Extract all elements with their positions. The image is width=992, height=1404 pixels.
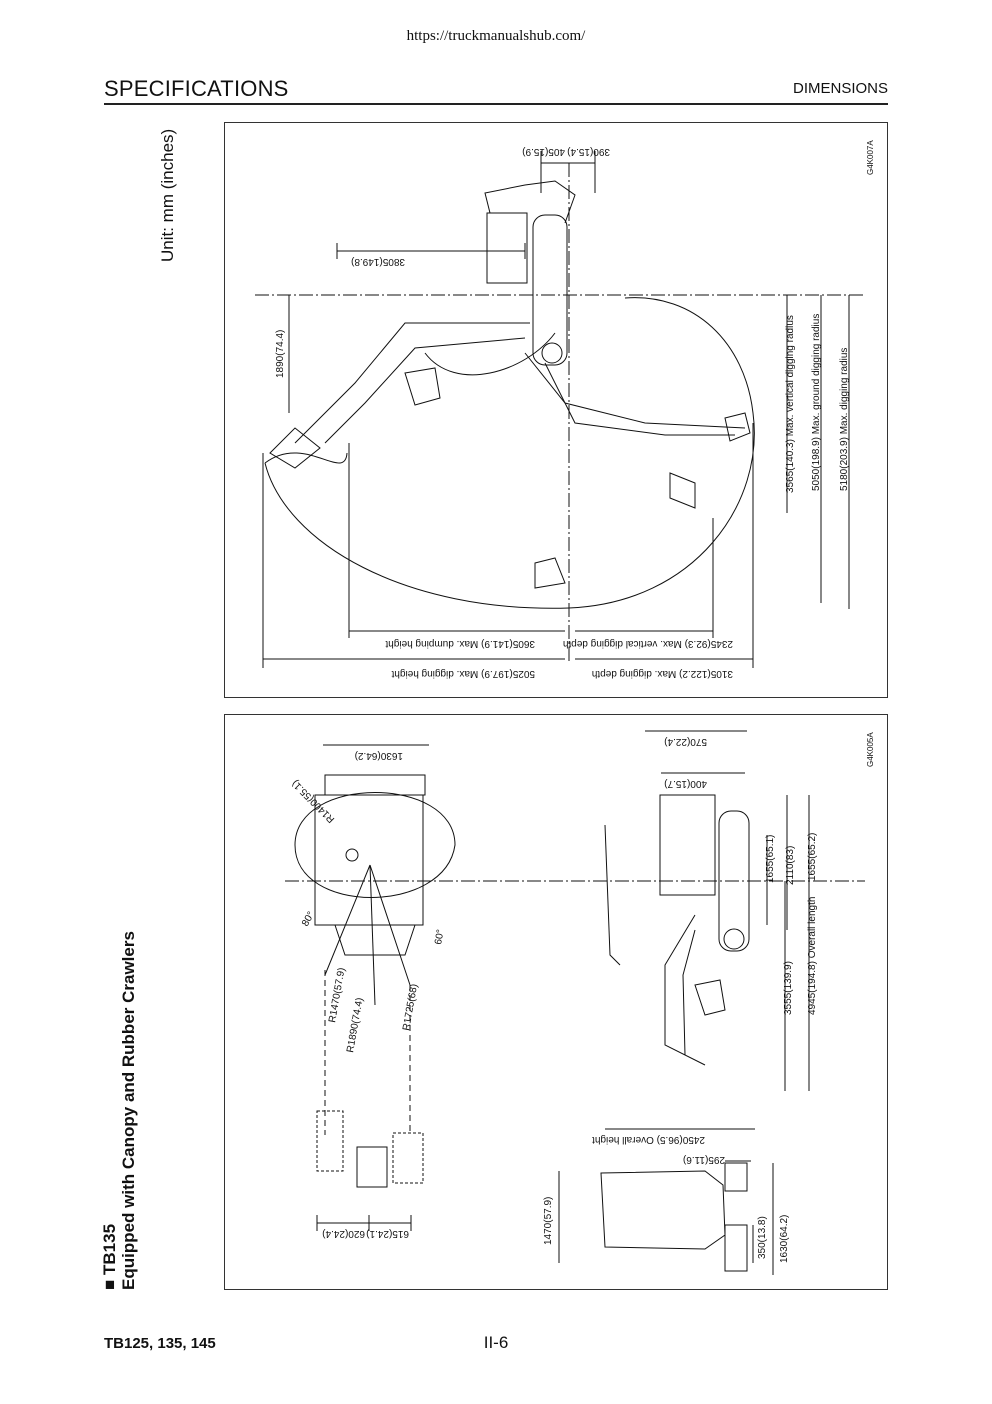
digging-range-drawing: 390(15.4) 405(15.9) 3805(149.8) 1890(74.…: [255, 140, 875, 679]
dim-405: 405(15.9): [522, 146, 565, 157]
angle-60: 60°: [433, 929, 446, 946]
dim-615: 615(24.1): [366, 1228, 409, 1239]
dim-1630-height: 1630(64.2): [779, 1215, 790, 1263]
dim-3805: 3805(149.8): [351, 256, 405, 267]
dim-r1470: R1470(57.9): [327, 967, 347, 1024]
model-caption: ■ TB135 Equipped with Canopy and Rubber …: [100, 931, 138, 1290]
dim-1630-width: 1630(64.2): [355, 750, 403, 761]
overall-dimensions-diagram: 1630(64.2) R1400(55.1) 80° 60° R1470(57.…: [224, 714, 888, 1290]
dim-2110: 2110(83): [785, 846, 796, 885]
dim-r1725: R1725(68): [401, 983, 420, 1031]
dim-1890: 1890(74.4): [275, 330, 286, 378]
dim-3605: 3605(141.9) Max. dumping height: [385, 638, 535, 649]
dim-620: 620(24.4): [322, 1228, 365, 1239]
unit-label: Unit: mm (inches): [158, 128, 177, 262]
dim-5025: 5025(197.9) Max. digging height: [391, 668, 535, 679]
dim-3555: 3555(139.9): [783, 961, 794, 1015]
footer-models: TB125, 135, 145: [104, 1335, 216, 1352]
dim-r1890: R1890(74.4): [345, 997, 365, 1054]
figure-code: G4K005A: [866, 732, 875, 767]
digging-range-diagram: 390(15.4) 405(15.9) 3805(149.8) 1890(74.…: [224, 122, 888, 698]
dim-570: 570(22.4): [664, 736, 707, 747]
dim-3565: 3565(140.3) Max. vertical digging radius: [785, 315, 796, 493]
dim-1470: 1470(57.9): [543, 1197, 554, 1245]
dim-5180: 5180(203.9) Max. digging radius: [839, 348, 850, 491]
model-description: Equipped with Canopy and Rubber Crawlers: [119, 931, 138, 1290]
dim-2345: 2345(92.3) Max. vertical digging depth: [563, 638, 733, 649]
page-number: II-6: [483, 1333, 509, 1352]
dim-350: 350(13.8): [757, 1216, 768, 1259]
source-url: https://truckmanualshub.com/: [406, 28, 586, 44]
dim-4945: 4945(194.8) Overall length: [807, 897, 818, 1015]
subsection-title: DIMENSIONS: [792, 80, 888, 97]
figure-code: G4K007A: [866, 140, 875, 175]
section-title: SPECIFICATIONS: [104, 76, 289, 101]
dim-390: 390(15.4): [567, 146, 610, 157]
dim-295: 295(11.6): [683, 1154, 725, 1165]
model-name: TB135: [100, 1223, 119, 1275]
dim-3105: 3105(122.2) Max. digging depth: [592, 668, 733, 679]
header-rule: [104, 103, 888, 105]
dim-1655-b: 1655(65.2): [807, 833, 818, 881]
bullet-icon: ■: [100, 1279, 119, 1290]
dim-400: 400(15.7): [664, 778, 707, 789]
dim-2450: 2450(96.5) Overall height: [592, 1134, 705, 1145]
dim-1655-a: 1655(65.1): [765, 835, 776, 883]
dim-5050: 5050(198.9) Max. ground digging radius: [811, 314, 822, 491]
overall-dimensions-drawing: 1630(64.2) R1400(55.1) 80° 60° R1470(57.…: [285, 730, 875, 1275]
